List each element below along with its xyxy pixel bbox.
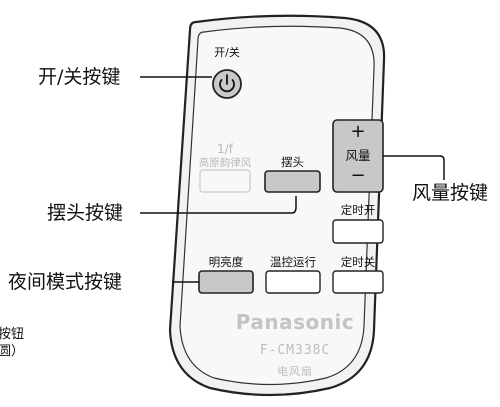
faded-mode-bottom-label: 高原韵律风	[198, 157, 252, 169]
brightness-label: 明亮度	[208, 255, 244, 269]
power-label: 开/关	[214, 46, 240, 59]
wind-minus-icon: −	[350, 165, 366, 186]
brightness-button[interactable]	[198, 270, 254, 294]
swing-leader	[140, 196, 297, 214]
timer-on-button[interactable]	[332, 219, 384, 244]
temp-control-button[interactable]	[265, 270, 321, 294]
remote-body-inner	[179, 25, 375, 386]
wind-speed-callout: 风量按键	[412, 182, 489, 204]
cut-text-line-1: 按钮	[0, 327, 25, 342]
faded-mode-top-label: 1/f	[217, 142, 233, 156]
swing-label: 摆头	[281, 155, 304, 169]
wind-speed-label: 风量	[345, 148, 371, 163]
temp-control-label: 温控运行	[270, 255, 316, 269]
wind-leader	[383, 155, 445, 180]
night-mode-callout: 夜间模式按键	[8, 271, 123, 293]
timer-off-label: 定时关	[340, 255, 376, 269]
brand-logo: Panasonic	[235, 310, 355, 334]
faded-mode-button[interactable]	[199, 169, 251, 193]
product-name: 电风扇	[277, 365, 313, 378]
cut-text-line-2: 圆）	[0, 344, 25, 359]
power-icon	[219, 74, 235, 93]
timer-off-button[interactable]	[332, 270, 384, 294]
power-callout: 开/关按键	[38, 66, 121, 88]
timer-on-label: 定时开	[340, 203, 376, 217]
wind-plus-icon: +	[350, 121, 366, 142]
swing-callout: 摆头按键	[47, 202, 124, 224]
swing-button[interactable]	[264, 170, 321, 193]
model-number: F-CM338C	[259, 343, 331, 358]
